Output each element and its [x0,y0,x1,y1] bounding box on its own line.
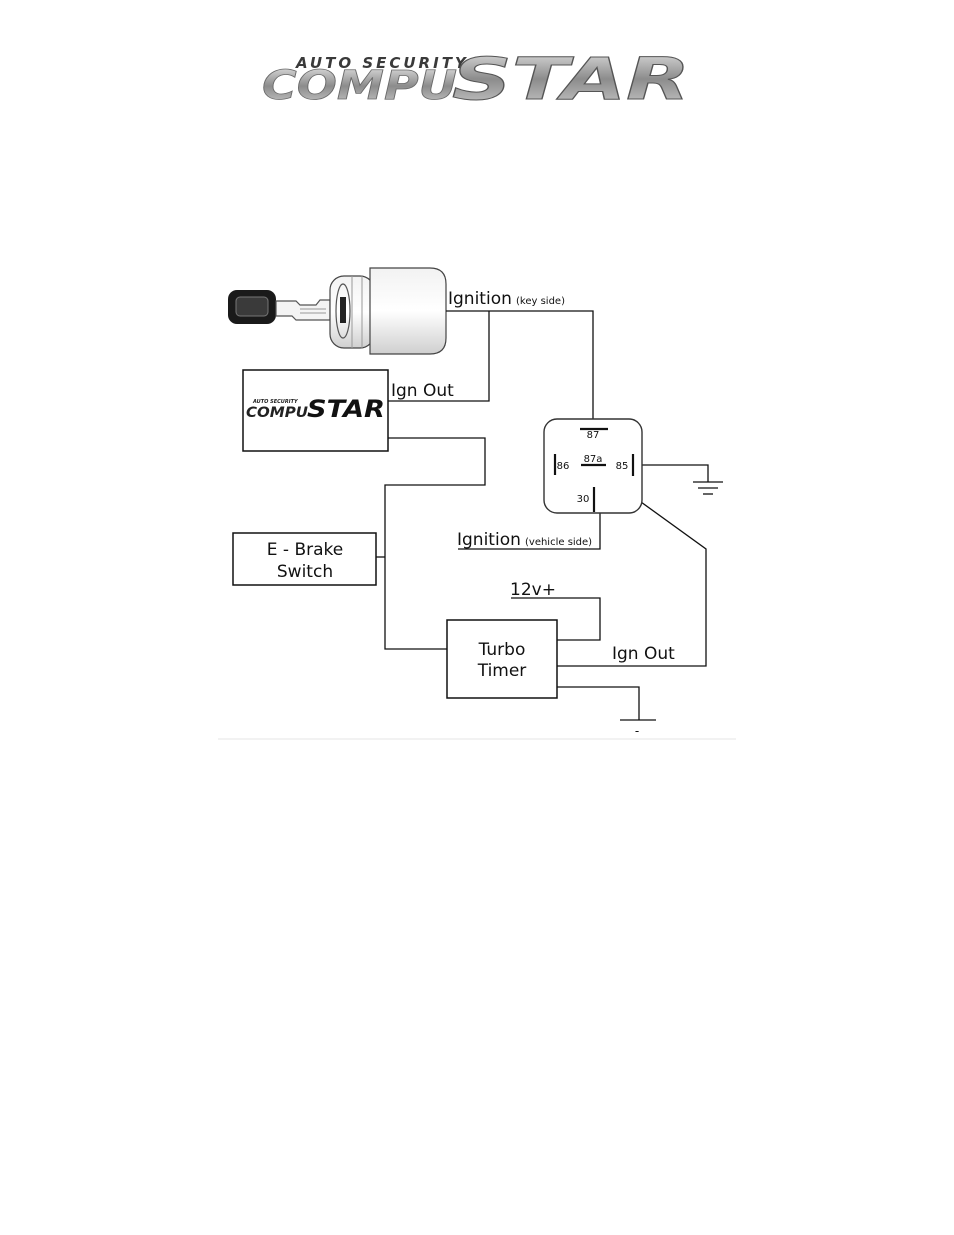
relay-pin-30-label: 30 [577,494,590,505]
compustar-module: AUTO SECURITY COMPU STAR [243,370,388,451]
turbo-ign-out-label: Ign Out [612,644,675,664]
ignition-switch-body-icon [370,268,446,354]
ignition-key-icon [228,268,446,354]
ignition-key-side-sublabel: (key side) [516,296,565,307]
relay-pin-85-label: 85 [616,461,629,472]
wire-relay-85-ground [633,465,708,482]
relay: 87 86 87a 85 30 [544,419,642,513]
relay-pin-87-label: 87 [587,430,600,441]
header-logo-compu: COMPU [262,63,457,109]
ground-icon [693,482,723,494]
ignition-vehicle-side-sublabel: (vehicle side) [525,537,592,548]
turbo-label-line2: Timer [477,661,527,681]
ebrake-label-line2: Switch [277,562,333,582]
key-blade-icon [276,300,330,320]
wire-ignition-key-side [446,311,593,430]
power-12v-label: 12v+ [510,580,556,600]
turbo-label-line1: Turbo [478,640,526,660]
ebrake-label-line1: E - Brake [267,540,343,560]
ebrake-switch: E - Brake Switch [233,533,376,585]
header-logo: AUTO SECURITY COMPU STAR [262,45,690,113]
wire-turbo-ground [557,687,639,720]
ignition-vehicle-side-label: Ignition [457,530,521,550]
relay-pin-86-label: 86 [557,461,570,472]
header-logo-star: STAR [452,45,690,113]
relay-pin-87a-label: 87a [584,454,603,465]
ground-minus-label: - [635,724,639,738]
ignition-key-side-label: Ignition [448,289,512,309]
module-ign-out-label: Ign Out [391,381,454,401]
turbo-timer: Turbo Timer [447,620,557,698]
module-logo-compu: COMPU [246,405,309,421]
module-logo-star: STAR [307,395,385,423]
